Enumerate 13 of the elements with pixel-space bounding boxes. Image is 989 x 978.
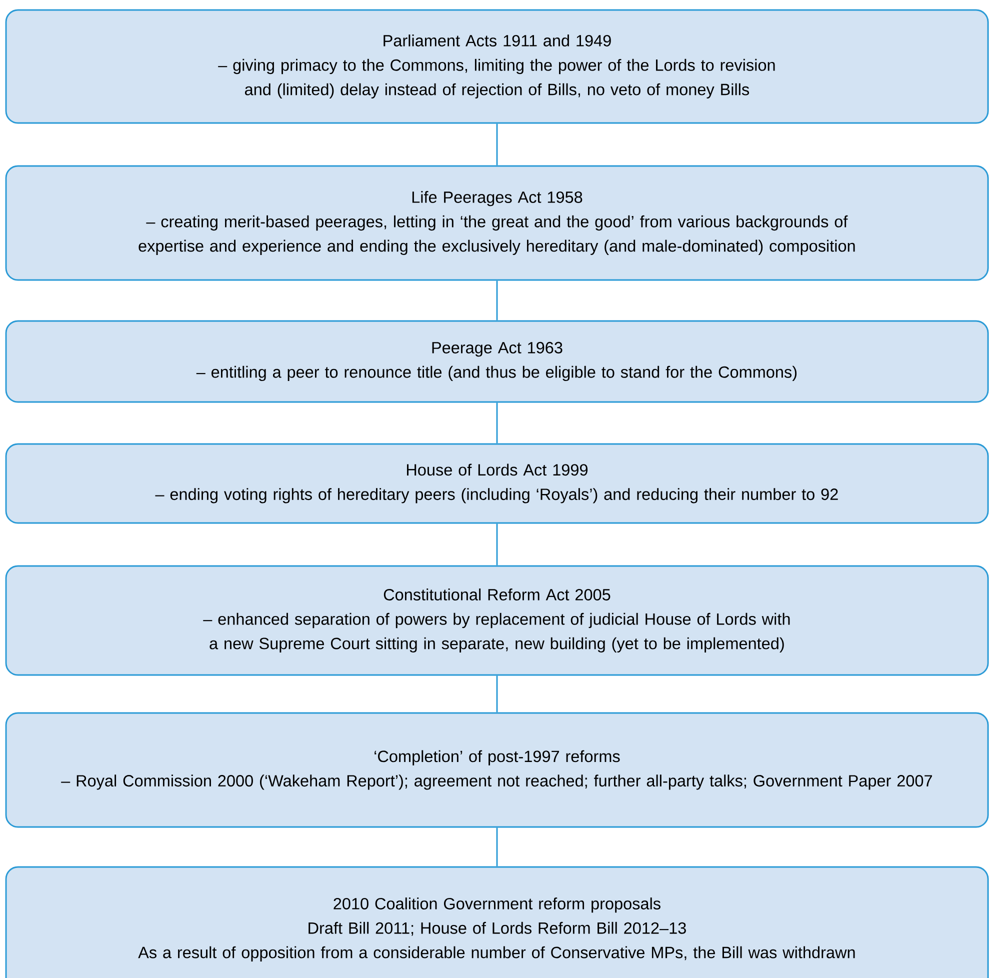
act-box: Constitutional Reform Act 2005 – enhanced separation of powers by replacement of judicial House of Lords with a new Supreme Court sitting in separate, new building (yet to be implemented) (5, 565, 989, 676)
act-box: 2010 Coalition Government reform proposals Draft Bill 2011; House of Lords Reform Bill 2012–13 As a result of opposition from a considerable number of Conservative MPs, the Bill was withdrawn (5, 866, 989, 978)
connector-line (496, 828, 498, 866)
act-box: ‘Completion’ of post-1997 reforms – Royal Commission 2000 (‘Wakeham Report’); agreement not reached; further all-party talks; Government Paper 2007 (5, 712, 989, 828)
act-box: Peerage Act 1963 – entitling a peer to renounce title (and thus be eligible to stand for the Commons) (5, 320, 989, 403)
act-box: Life Peerages Act 1958 – creating merit-based peerages, letting in ‘the great and the good’ from various backgrounds of expertise and experience and ending the exclusively hereditary (and male-dominated) composition (5, 165, 989, 281)
connector-line (496, 524, 498, 566)
connector-line (496, 676, 498, 712)
connector-line (496, 124, 498, 166)
act-box: House of Lords Act 1999 – ending voting rights of hereditary peers (including ‘Royals’) and reducing their number to 92 (5, 443, 989, 524)
act-box: Parliament Acts 1911 and 1949 – giving primacy to the Commons, limiting the power of the Lords to revision and (limited) delay instead of rejection of Bills, no veto of money Bills (5, 9, 989, 124)
connector-line (496, 280, 498, 320)
connector-line (496, 402, 498, 444)
